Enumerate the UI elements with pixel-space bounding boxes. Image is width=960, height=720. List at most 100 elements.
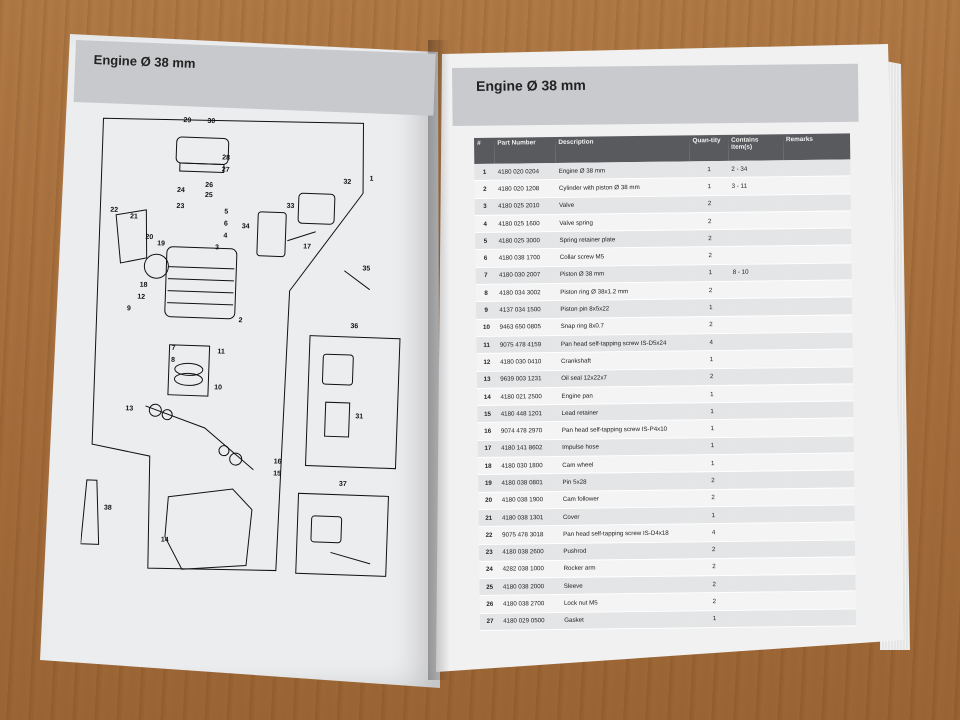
cell-remarks bbox=[783, 193, 851, 212]
cell-description: Pan head self-tapping screw IS-P4x10 bbox=[558, 420, 694, 440]
cell-part-number: 4180 038 0801 bbox=[498, 473, 560, 492]
cell-description: Gasket bbox=[561, 610, 696, 630]
cell-quantity: 1 bbox=[693, 506, 733, 525]
cell-part-number: 9074 478 2970 bbox=[497, 421, 559, 440]
cell-contains-items bbox=[732, 522, 788, 541]
cell-part-number: 4180 038 2700 bbox=[499, 594, 562, 613]
cell-part-number: 4180 034 3002 bbox=[496, 283, 558, 302]
cell-contains-items bbox=[731, 384, 787, 403]
cell-remarks bbox=[784, 245, 852, 264]
callout-8: 8 bbox=[170, 356, 176, 364]
booklet-spine bbox=[428, 40, 450, 680]
cell-item-number: 25 bbox=[479, 578, 500, 596]
cell-contains-items bbox=[731, 401, 787, 420]
cell-part-number: 9639 003 1231 bbox=[497, 370, 559, 389]
cell-remarks bbox=[786, 452, 855, 472]
cell-quantity: 1 bbox=[689, 177, 729, 196]
callout-2: 2 bbox=[238, 317, 243, 325]
callout-9: 9 bbox=[126, 305, 131, 313]
callout-30: 30 bbox=[207, 117, 216, 126]
cell-part-number: 4180 020 0204 bbox=[494, 163, 556, 181]
cell-quantity: 4 bbox=[694, 523, 733, 542]
cell-item-number: 26 bbox=[479, 595, 501, 614]
callout-19: 19 bbox=[157, 240, 166, 248]
cell-quantity: 2 bbox=[693, 471, 733, 490]
cell-quantity: 1 bbox=[692, 402, 732, 421]
cell-remarks bbox=[785, 366, 854, 385]
piston-detail-box bbox=[167, 344, 211, 397]
cell-item-number: 7 bbox=[475, 267, 497, 285]
callout-13: 13 bbox=[125, 405, 134, 413]
callout-16: 16 bbox=[273, 458, 282, 466]
cell-contains-items bbox=[733, 592, 789, 611]
cell-quantity: 1 bbox=[689, 160, 729, 179]
callout-26: 26 bbox=[205, 181, 214, 190]
cell-description: Pushrod bbox=[560, 541, 695, 561]
cell-part-number: 9075 478 3018 bbox=[499, 525, 561, 544]
callout-15: 15 bbox=[273, 470, 282, 478]
cell-remarks bbox=[784, 262, 852, 281]
cell-remarks bbox=[787, 487, 855, 506]
cell-item-number: 15 bbox=[477, 405, 498, 423]
cell-remarks bbox=[786, 435, 854, 454]
cell-part-number: 9075 478 4159 bbox=[496, 335, 558, 354]
cell-remarks bbox=[783, 210, 852, 229]
cell-item-number: 17 bbox=[477, 439, 499, 458]
col-header-part-number: Part Number bbox=[494, 137, 556, 164]
inset-box-37 bbox=[295, 492, 389, 577]
cell-contains-items: 3 - 11 bbox=[728, 177, 784, 195]
cell-quantity: 1 bbox=[693, 454, 733, 473]
callout-11: 11 bbox=[217, 348, 225, 356]
cell-description: Rocker arm bbox=[560, 558, 695, 578]
callout-14: 14 bbox=[160, 536, 169, 544]
cell-part-number: 4180 038 1301 bbox=[498, 508, 561, 527]
callout-33: 33 bbox=[286, 202, 295, 210]
cell-contains-items bbox=[733, 574, 789, 593]
cell-remarks bbox=[785, 314, 853, 333]
cell-item-number: 5 bbox=[475, 232, 496, 250]
col-header-description: Description bbox=[555, 135, 690, 164]
cell-remarks bbox=[786, 401, 854, 420]
cell-item-number: 12 bbox=[476, 353, 498, 372]
cell-description: Piston Ø 38 mm bbox=[556, 264, 692, 284]
col-header-remarks: Remarks bbox=[782, 133, 851, 161]
callout-35: 35 bbox=[362, 265, 371, 273]
cell-item-number: 27 bbox=[479, 612, 501, 631]
cell-quantity: 1 bbox=[695, 610, 735, 628]
cell-description: Lock nut M5 bbox=[560, 593, 696, 613]
cell-remarks bbox=[785, 383, 854, 402]
sealant-tube bbox=[80, 479, 100, 545]
cell-item-number: 8 bbox=[475, 284, 497, 302]
cell-part-number: 4180 030 1800 bbox=[498, 456, 560, 475]
callout-37: 37 bbox=[338, 480, 347, 488]
callout-36: 36 bbox=[350, 323, 359, 331]
cell-remarks bbox=[783, 176, 851, 195]
callout-6: 6 bbox=[223, 220, 228, 228]
cell-item-number: 18 bbox=[477, 457, 499, 475]
cell-remarks bbox=[784, 279, 852, 299]
carburetor bbox=[297, 192, 336, 225]
cell-quantity: 1 bbox=[692, 419, 732, 438]
callout-32: 32 bbox=[343, 178, 352, 186]
callout-18: 18 bbox=[139, 281, 148, 289]
cylinder bbox=[164, 246, 238, 320]
cell-part-number: 4180 141 8602 bbox=[498, 439, 560, 458]
col-header-contains: Contains Item(s) bbox=[727, 134, 784, 161]
cell-quantity: 2 bbox=[694, 575, 734, 594]
cell-description: Pin 5x28 bbox=[559, 472, 694, 492]
cell-quantity: 1 bbox=[691, 298, 731, 317]
callout-7: 7 bbox=[171, 344, 176, 352]
cell-part-number: 4180 030 0410 bbox=[496, 352, 559, 371]
cell-part-number: 4180 038 1700 bbox=[495, 248, 557, 268]
cam-wheel bbox=[143, 253, 169, 279]
cell-item-number: 13 bbox=[476, 370, 498, 389]
cell-contains-items: 8 - 10 bbox=[729, 263, 785, 282]
cell-quantity: 4 bbox=[691, 333, 731, 352]
cell-remarks bbox=[788, 556, 856, 575]
cell-description: Lead retainer bbox=[558, 403, 693, 422]
cell-item-number: 9 bbox=[476, 301, 497, 320]
cell-quantity: 1 bbox=[690, 264, 730, 282]
callout-38: 38 bbox=[103, 504, 112, 512]
cell-description: Sleeve bbox=[560, 575, 695, 595]
